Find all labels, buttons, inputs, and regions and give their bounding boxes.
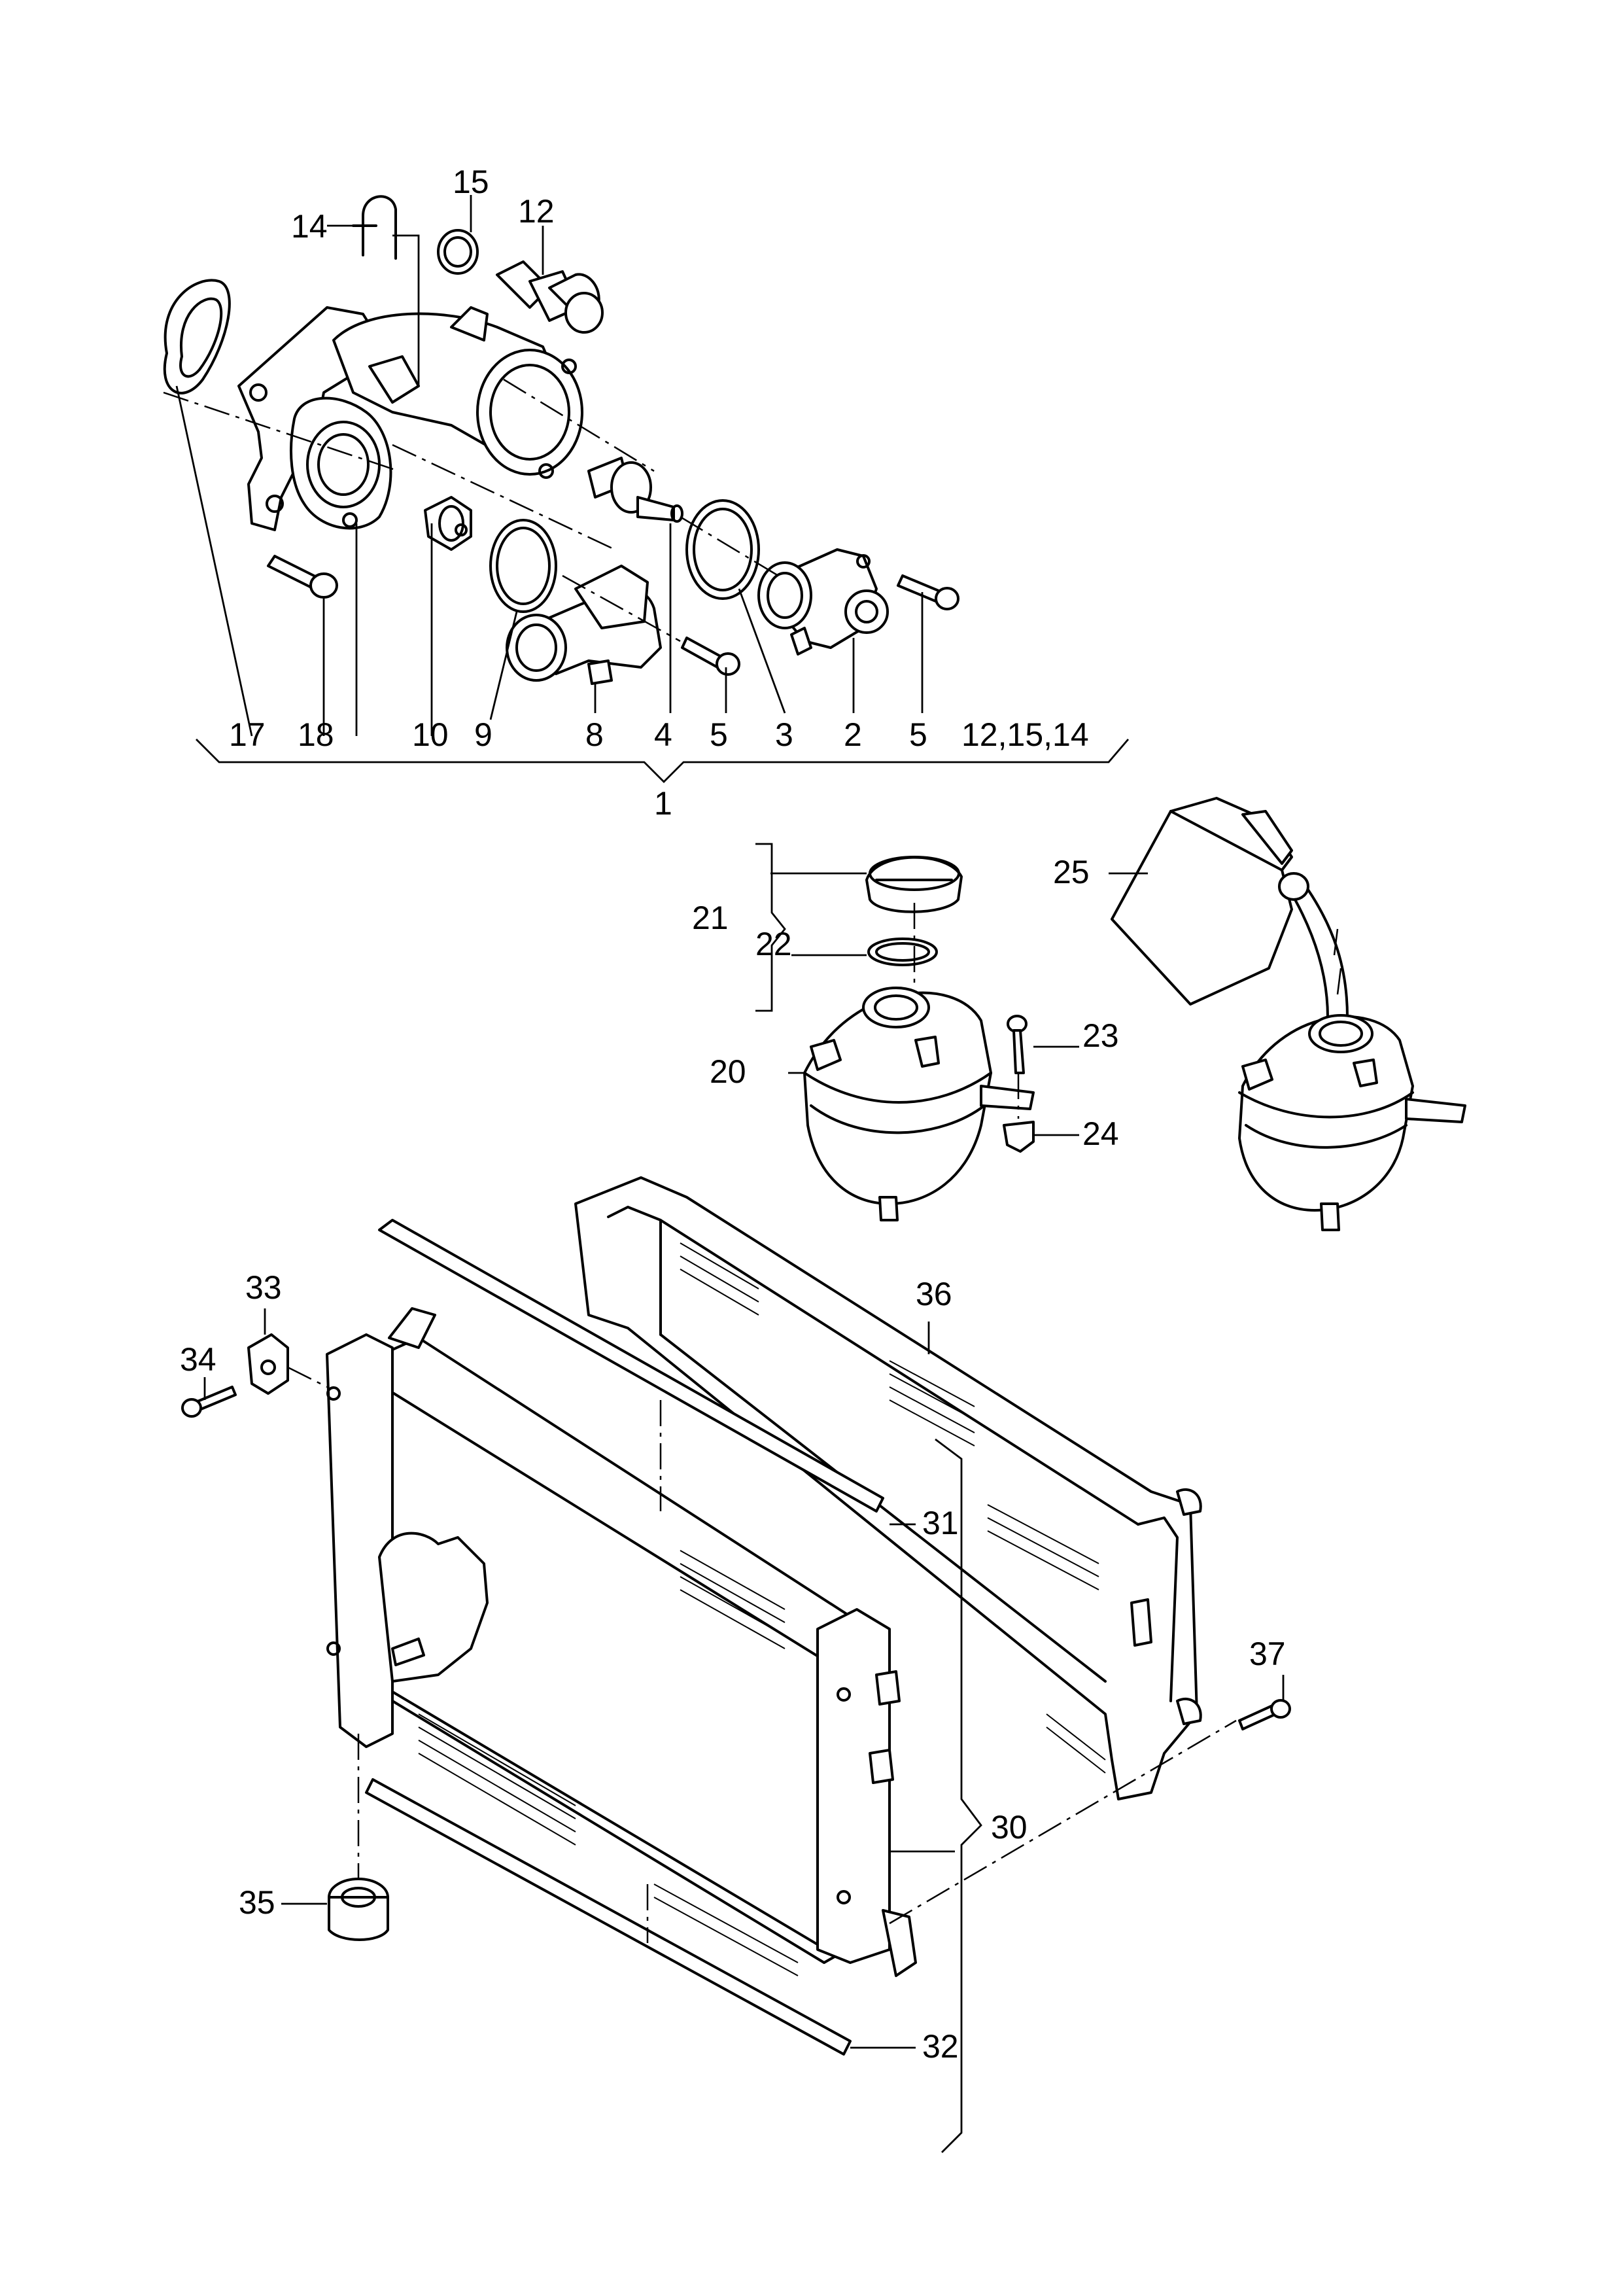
bracket-33-icon bbox=[247, 1333, 289, 1395]
label-14: 14 bbox=[291, 208, 328, 245]
screw-37-icon bbox=[1238, 1699, 1291, 1730]
o-ring-3-icon bbox=[685, 499, 760, 600]
label-9: 9 bbox=[474, 716, 492, 753]
label-22: 22 bbox=[755, 926, 792, 962]
label-18: 18 bbox=[298, 716, 334, 753]
radiator-fins bbox=[418, 1550, 799, 1976]
label-10: 10 bbox=[412, 716, 449, 753]
label-3: 3 bbox=[775, 716, 793, 753]
leaders-tank bbox=[755, 843, 1079, 1136]
label-20: 20 bbox=[710, 1053, 746, 1090]
screw-5-left-icon bbox=[681, 637, 740, 676]
leaders-lower bbox=[203, 1308, 1285, 2153]
label-1: 1 bbox=[654, 785, 672, 822]
cap-21-icon bbox=[865, 856, 963, 913]
label-24: 24 bbox=[1082, 1115, 1119, 1152]
gasket-17-icon bbox=[163, 279, 231, 394]
label-30: 30 bbox=[991, 1809, 1028, 1846]
label-12-15-14: 12,15,14 bbox=[961, 716, 1089, 753]
label-36: 36 bbox=[916, 1276, 952, 1312]
label-5a: 5 bbox=[710, 716, 728, 753]
condenser-36-icon bbox=[574, 1176, 1202, 1800]
label-17: 17 bbox=[229, 716, 266, 753]
valve-10-icon bbox=[424, 496, 472, 551]
label-4: 4 bbox=[654, 716, 672, 753]
screw-23-icon bbox=[1007, 1015, 1028, 1074]
elbow-flange-8-icon bbox=[506, 565, 662, 685]
label-37: 37 bbox=[1249, 1636, 1286, 1672]
label-33: 33 bbox=[245, 1269, 282, 1306]
thermostat-cover-2-icon bbox=[757, 548, 889, 656]
label-34: 34 bbox=[180, 1341, 216, 1378]
seal-22-icon bbox=[867, 937, 938, 966]
coolant-expansion-tank-20-icon bbox=[803, 987, 1035, 1221]
label-35: 35 bbox=[239, 1884, 275, 1921]
label-25: 25 bbox=[1053, 854, 1090, 890]
screw-5-right-icon bbox=[897, 574, 959, 610]
coolant-expansion-tank-filling-icon bbox=[1238, 1014, 1466, 1231]
label-31: 31 bbox=[922, 1505, 959, 1541]
label-23: 23 bbox=[1082, 1017, 1119, 1054]
coolant-bottle-25-icon bbox=[1111, 797, 1349, 1019]
label-32: 32 bbox=[922, 2028, 959, 2065]
label-2: 2 bbox=[844, 716, 862, 753]
grommet-35-icon bbox=[328, 1878, 389, 1941]
condenser-fins bbox=[680, 1242, 1106, 1774]
temperature-sender-12-icon bbox=[496, 260, 604, 334]
upper-seal-31-icon bbox=[378, 1219, 884, 1513]
lower-seal-32-icon bbox=[365, 1778, 852, 2056]
thermostat-4-icon bbox=[587, 457, 683, 523]
label-21: 21 bbox=[692, 900, 729, 936]
thermostat-housing-assembly bbox=[163, 195, 959, 685]
clip-14-icon bbox=[352, 195, 397, 260]
radiator-30-icon bbox=[326, 1219, 917, 2056]
nut-24-icon bbox=[1003, 1121, 1035, 1153]
o-ring-15-icon bbox=[437, 229, 479, 275]
leaders-group-1 bbox=[175, 195, 1130, 783]
label-5b: 5 bbox=[909, 716, 927, 753]
label-8: 8 bbox=[585, 716, 604, 753]
o-ring-9-icon bbox=[489, 519, 557, 613]
screw-18-icon bbox=[267, 555, 338, 599]
flange-housing-icon bbox=[237, 306, 583, 531]
label-15: 15 bbox=[453, 164, 489, 200]
callout-labels: 15 12 14 17 18 10 9 8 4 5 3 2 5 12,15,14… bbox=[180, 164, 1286, 2065]
label-12: 12 bbox=[518, 193, 555, 230]
screw-34-icon bbox=[181, 1386, 237, 1418]
